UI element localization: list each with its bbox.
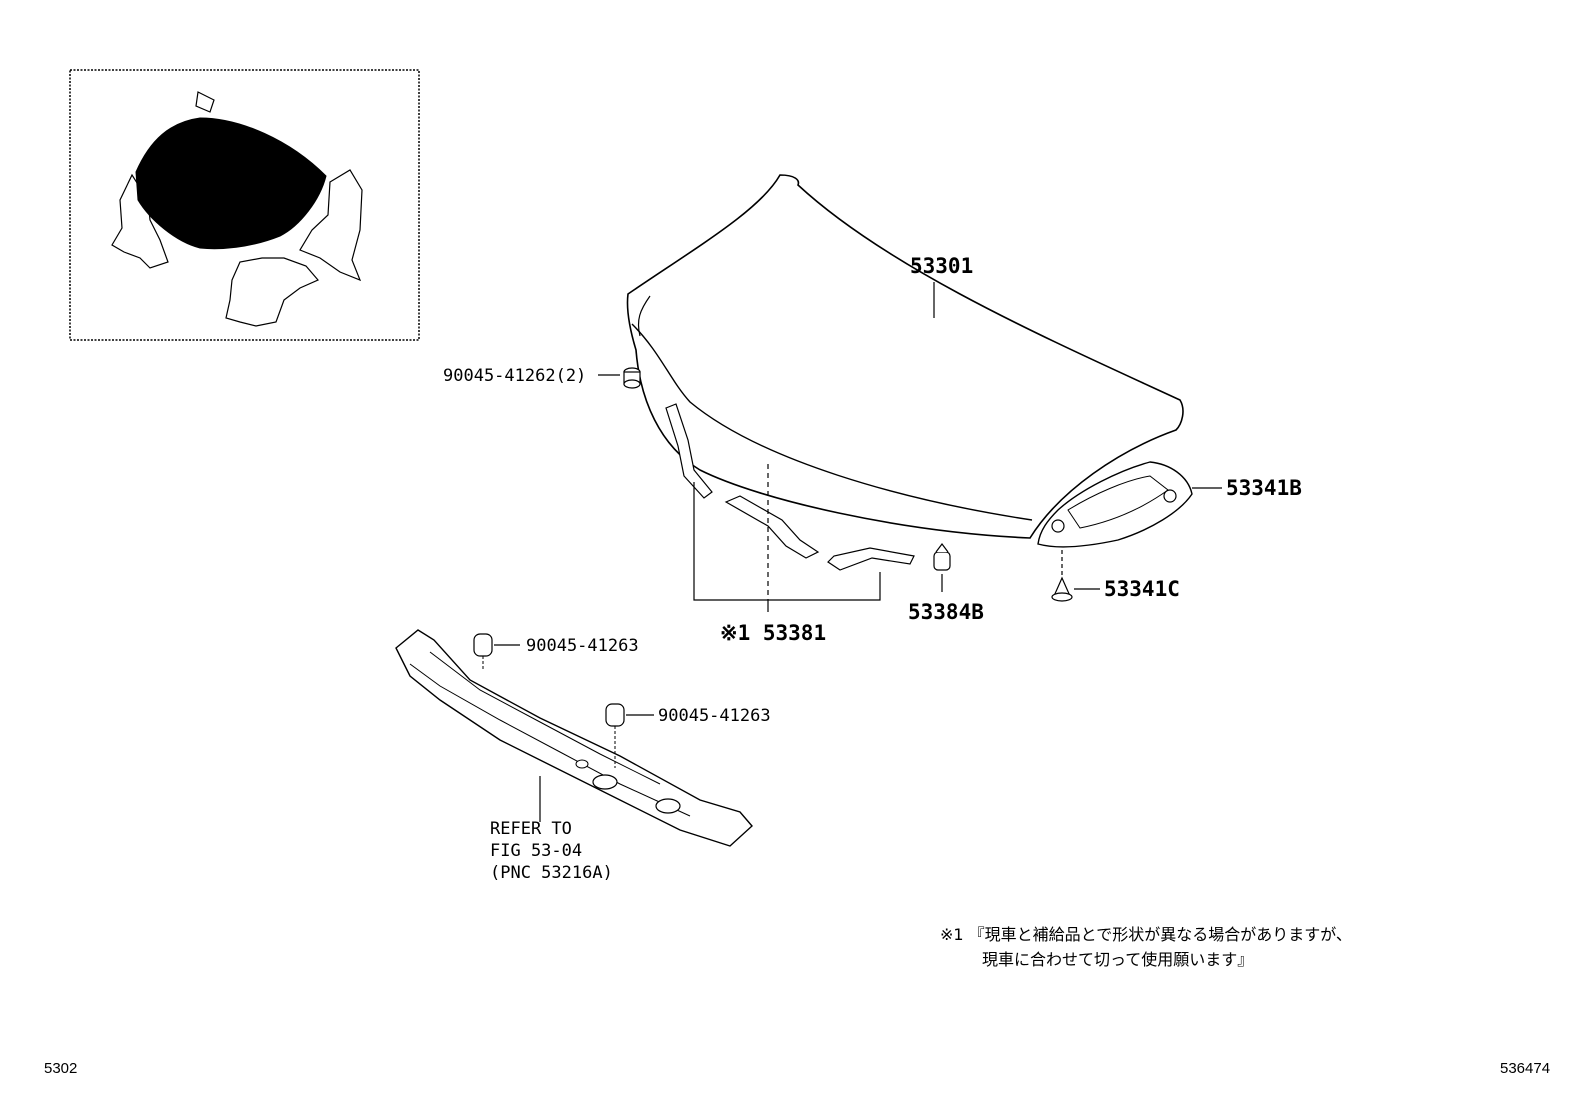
hood-panel bbox=[626, 174, 1184, 539]
refer-line-2: FIG 53-04 bbox=[490, 841, 582, 861]
locator-inset bbox=[69, 69, 420, 341]
insulator-clip bbox=[1051, 550, 1073, 602]
note-line-2: 現車に合わせて切って使用願います』 bbox=[982, 950, 1254, 969]
hood-insulator bbox=[1037, 461, 1193, 548]
callout-53381: ※1 53381 bbox=[720, 621, 826, 645]
support-cushion-upper bbox=[473, 633, 520, 670]
support-cushion-lower bbox=[605, 703, 654, 768]
callout-53341c: 53341C bbox=[1104, 577, 1180, 601]
callout-plug: 90045-41262(2) bbox=[443, 366, 586, 386]
footer-figure-number: 5302 bbox=[44, 1060, 78, 1077]
hood-cushion bbox=[933, 543, 951, 571]
callout-53384b: 53384B bbox=[908, 600, 984, 624]
callout-53301: 53301 bbox=[910, 254, 973, 278]
callout-cushion-upper: 90045-41263 bbox=[526, 636, 639, 656]
radiator-support bbox=[395, 629, 753, 847]
callout-53341b: 53341B bbox=[1226, 476, 1302, 500]
callout-cushion-lower: 90045-41263 bbox=[658, 706, 771, 726]
hood-seals bbox=[665, 403, 915, 612]
note-line-1: ※1 『現車と補給品とで形状が異なる場合がありますが、 bbox=[940, 925, 1352, 944]
hood-plug bbox=[598, 367, 641, 389]
refer-line-1: REFER TO bbox=[490, 819, 572, 839]
footer-illustration-id: 536474 bbox=[1500, 1060, 1551, 1077]
refer-line-3: (PNC 53216A) bbox=[490, 863, 613, 883]
